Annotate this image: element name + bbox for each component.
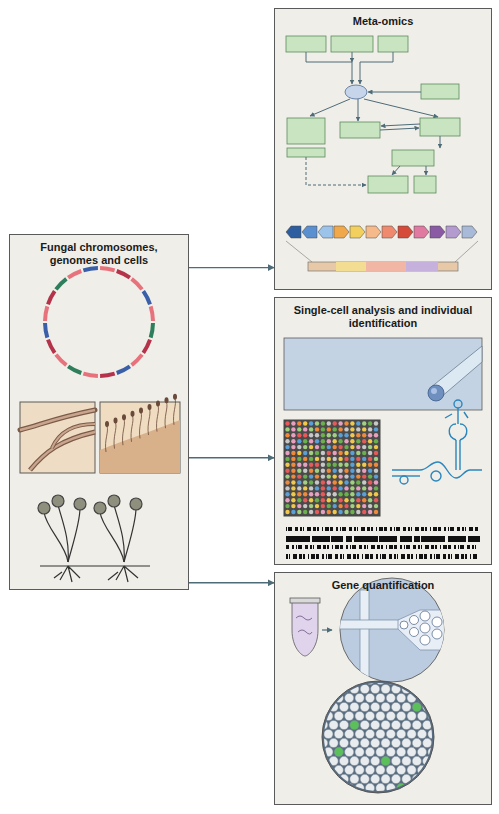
gene-cluster (286, 226, 477, 238)
panel-title: Fungal chromosomes, genomes and cells (10, 235, 188, 267)
dna-barcodes (286, 527, 480, 559)
method-panel: Meta-omics (274, 8, 492, 290)
cell-capture-picture (284, 338, 482, 410)
microarray-picture (284, 420, 380, 516)
panel-title: Single-cell analysis and individual iden… (275, 298, 491, 330)
panel-title: Gene quantification (275, 573, 491, 592)
chromosome-ring (43, 266, 155, 378)
panel-title: Meta-omics (275, 9, 491, 28)
panel-fills (9, 8, 492, 805)
source-panel: Fungal chromosomes, genomes and cells (9, 234, 189, 590)
hyphae-picture (20, 402, 95, 473)
flow-arrow (189, 457, 274, 458)
pathway-network (286, 36, 460, 193)
rna-hairpin-picture (392, 400, 482, 484)
droplet-chip-picture (330, 578, 450, 682)
method-panel: Single-cell analysis and individual iden… (274, 297, 492, 565)
sporangia-picture (100, 394, 180, 473)
flow-arrow (189, 267, 274, 268)
flow-arrow (189, 582, 274, 583)
method-panel: Gene quantification (274, 572, 492, 805)
fruiting-body-picture (38, 495, 150, 582)
sample-tube (290, 598, 332, 656)
network-arrows (306, 52, 440, 185)
droplet-array-picture (313, 675, 499, 814)
contig-bar (286, 241, 478, 271)
